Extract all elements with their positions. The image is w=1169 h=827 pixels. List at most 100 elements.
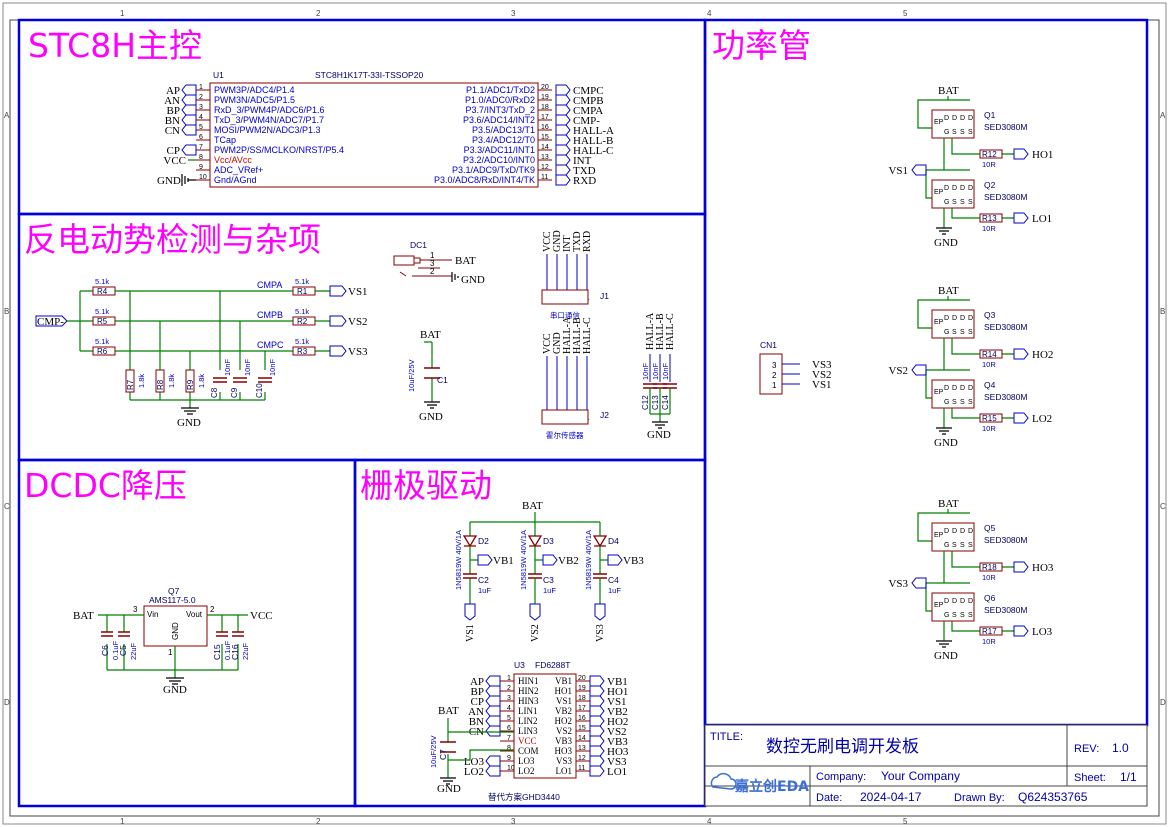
mosfet-pin-letter: S: [960, 129, 965, 136]
u1-right-net-port: [555, 84, 571, 96]
cn1-pin1: 1: [772, 381, 777, 390]
j2-hall-header[interactable]: VCC5GND4HALL-A3HALL-B2HALL-C1 J2 霍尔传感器: [541, 316, 609, 440]
grid-row-a-right: A: [1160, 111, 1166, 120]
u3-pin-number: 15: [578, 725, 586, 732]
grid-column-labels: 1 2 3 4 5 1 2 3 4 5: [120, 9, 908, 826]
lo-gate-resistor-value: 10R: [982, 224, 996, 233]
bemf-resistor-value: 5.1k: [295, 307, 309, 316]
dc1-pin-lines: [399, 259, 452, 277]
mosfet-ep-label: EP: [934, 119, 944, 126]
j1-uart-header[interactable]: VCC5GND4INT3TXD2RXD1 J1 串口通信: [541, 230, 609, 320]
bemf-network[interactable]: CMP- R45.1kR55.1kR65.1kR15.1kR25.1kR35.1…: [35, 277, 368, 429]
power-phases[interactable]: BATEPDGDSDSDSQ1SED3080MR1210RHO1VS1EPDGD…: [888, 85, 1053, 662]
q7-ref: Q7: [168, 586, 180, 596]
u1-pin-name: P3.5/ADC13/T1: [472, 125, 535, 135]
grid-row-a: A: [4, 111, 10, 120]
u3-pin-number: 5: [507, 715, 511, 722]
c7-decoupling[interactable]: BAT 10uF/25V C7 GND: [429, 705, 514, 795]
u1-pin-name: P3.7/INT3/TxD_2: [465, 105, 535, 115]
hi-gate-resistor: [979, 149, 1003, 159]
u1-pin-number: 3: [199, 104, 203, 111]
vs-node-wire: [925, 138, 970, 199]
u1-right-net-port: [555, 174, 571, 186]
mosfet-ep-label: EP: [934, 189, 944, 196]
bemf-resistor-value: 5.1k: [295, 337, 309, 346]
hi-gate-resistor-ref: R14: [982, 350, 997, 359]
jlc-eda-logo: 嘉立创EDA: [710, 773, 809, 795]
dc1-ref: DC1: [410, 240, 427, 250]
lo-gate-resistor-ref: R17: [982, 627, 997, 636]
bemf-gnd-label: GND: [177, 417, 201, 429]
mosfet-part: SED3080M: [984, 322, 1027, 332]
header-net-label: VCC: [542, 231, 553, 252]
dcdc-regulator[interactable]: Q7 AMS117-5.0 Vin Vout GND 3 2 1 BAT VCC…: [73, 586, 273, 696]
u1-pin-name: P3.2/ADC10/INT0: [463, 155, 535, 165]
mosfet-pin-letter: G: [944, 329, 949, 336]
u1-right-net-label: HALL-C: [573, 145, 613, 157]
hall-filter-caps[interactable]: HALL-A10nFC12HALL-B10nFC13HALL-C10nFC14 …: [641, 312, 677, 441]
mosfet-pin-letter: G: [944, 199, 949, 206]
u3-pin-number: 9: [507, 755, 511, 762]
hi-gate-resistor-value: 10R: [982, 573, 996, 582]
bemf-resistor-value: 5.1k: [95, 337, 109, 346]
bemf-resistor-value: 5.1k: [95, 277, 109, 286]
bootstrap-cap-value: 1uF: [543, 586, 556, 595]
mosfet-pin-letter: D: [968, 385, 973, 392]
motor-connector-cn1[interactable]: CN1 3 2 1 VS3 VS2 VS1: [759, 340, 832, 395]
q7-body: [143, 605, 208, 647]
dcdc-gnd-label: GND: [163, 684, 187, 696]
phase-gnd-symbol: [936, 227, 952, 235]
mosfet-pin-letter: S: [968, 612, 973, 619]
u3-pin-name: VCC: [518, 736, 537, 746]
mosfet-pin-letter: D: [968, 115, 973, 122]
u1-pin-number: 7: [199, 144, 203, 151]
mosfet-pin-letter: S: [952, 329, 957, 336]
bemf-series-resistor: [92, 286, 116, 296]
bemf-vs-wires: [315, 290, 330, 352]
phase-vs-port: [911, 577, 927, 589]
grid-col-2-bottom: 2: [316, 817, 321, 826]
u3-pin-name: LO2: [518, 766, 535, 776]
hi-gate-wire: [951, 338, 1014, 355]
filter-cap-value: 10nF: [243, 358, 252, 376]
cn1-pin-lines: [782, 363, 800, 385]
c1-bulk-cap[interactable]: BAT 10uF/25V C1 GND: [407, 329, 448, 423]
filter-cap-ref: C8: [210, 387, 219, 398]
mosfet-pin-letter: S: [968, 199, 973, 206]
hall-cap-gnd-symbol: [652, 421, 668, 429]
mosfet-pin-letter: D: [944, 528, 949, 535]
vs3-port: [329, 345, 347, 357]
q7-vout-label: Vout: [186, 610, 203, 619]
j1-ref: J1: [600, 291, 609, 301]
phase-bat-wire: [917, 509, 970, 542]
cmp-star-wires: [67, 290, 93, 352]
mosfet-pin-letter: G: [944, 129, 949, 136]
u3-right-net-label: VB1: [607, 676, 628, 688]
u3-pin-number: 16: [578, 715, 586, 722]
mosfet-pin-letter: D: [944, 115, 949, 122]
u1-pin-number: 1: [199, 84, 203, 91]
vs2-port: [329, 315, 347, 327]
u3-pin-name: VB2: [555, 706, 572, 716]
u1-left-net-label: AN: [164, 95, 180, 107]
bemf-row-wires: [115, 290, 293, 352]
mosfet-pin-letter: D: [952, 528, 957, 535]
c7-wires: [447, 718, 514, 778]
u3-pin-number: 19: [578, 685, 586, 692]
lo-label: LO2: [1032, 413, 1052, 425]
ho-label: HO3: [1032, 562, 1054, 574]
u1-right-net-label: CMPB: [573, 95, 604, 107]
u1-right-net-label: RXD: [573, 175, 596, 187]
q7-gnd-pin-label: GND: [171, 622, 180, 640]
phase-gnd-label: GND: [934, 237, 958, 249]
u3-right-net-port: [589, 685, 605, 697]
u3-right-net-label: HO1: [607, 686, 628, 698]
mosfet-part: SED3080M: [984, 392, 1027, 402]
dc1-connector[interactable]: DC1 1 3 2 BAT GND: [393, 240, 485, 286]
u1-ref: U1: [213, 70, 224, 80]
